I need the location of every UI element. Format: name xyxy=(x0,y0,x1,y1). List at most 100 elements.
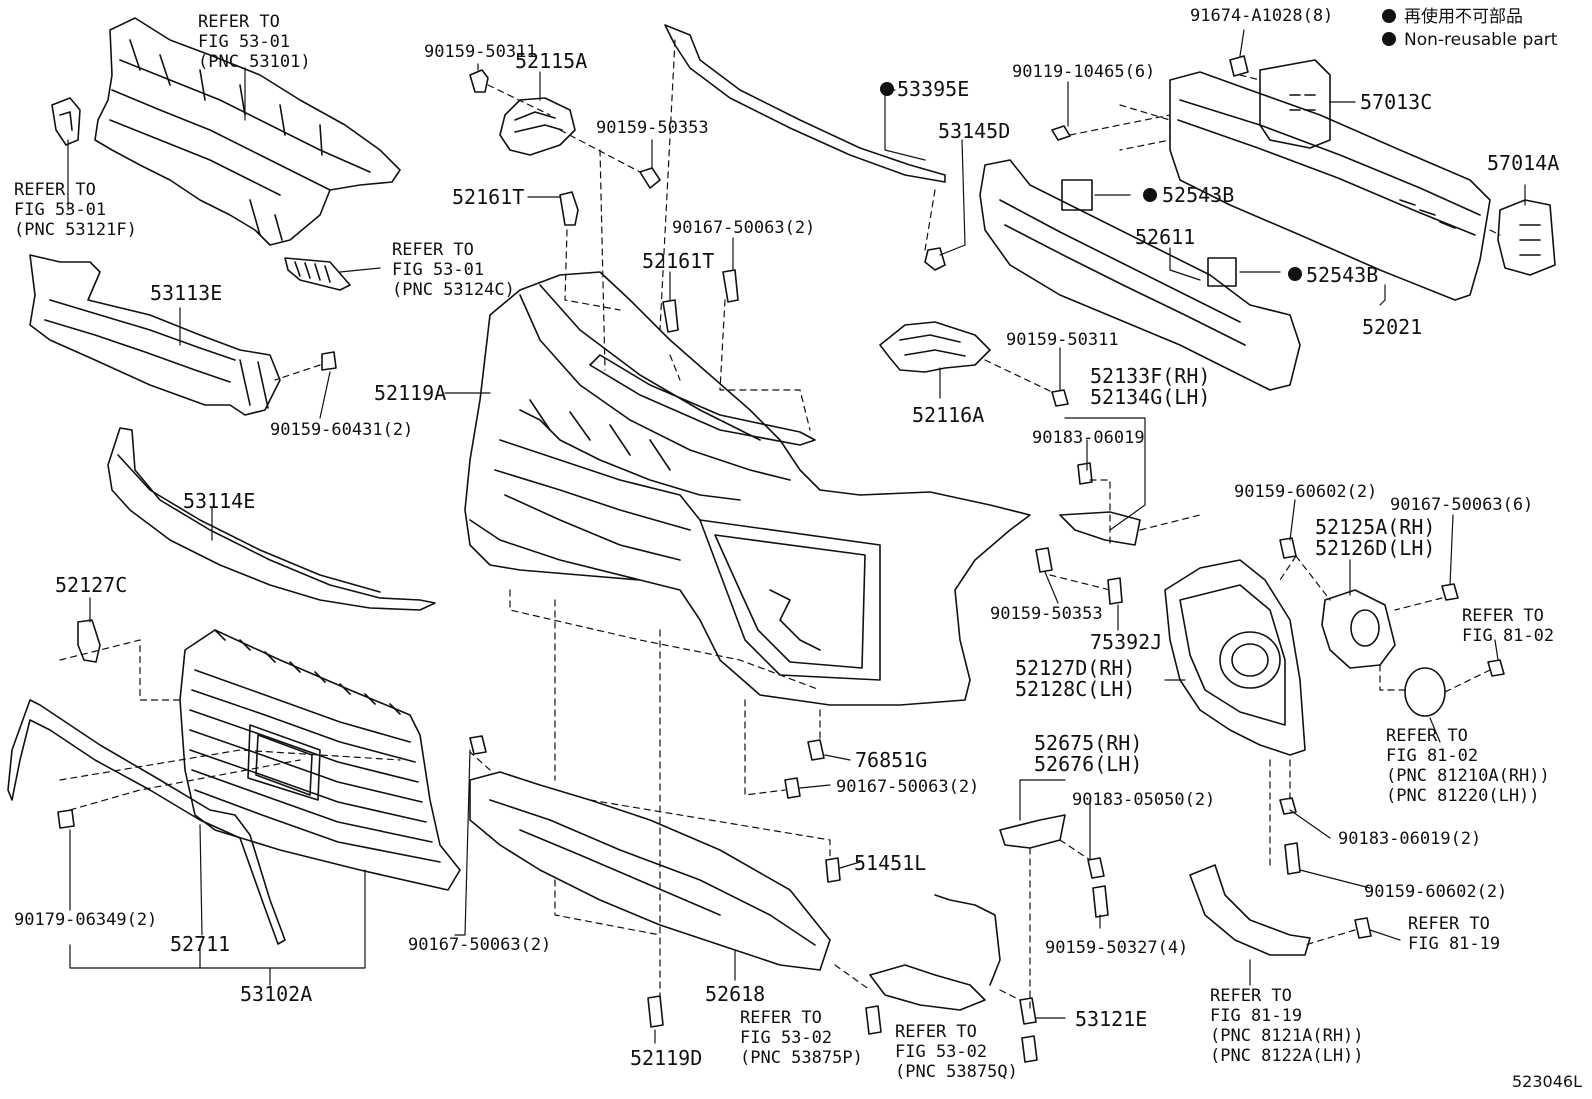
reinforcement-52021-illustration xyxy=(1169,71,1491,301)
part-label-90159-50353[interactable]: 90159-50353 xyxy=(990,604,1103,624)
part-label-52675[interactable]: 52675(RH) xyxy=(1034,731,1143,755)
part-label-90159-50327[interactable]: 90159-50327(4) xyxy=(1045,938,1189,958)
part-label-91674-A1028[interactable]: 91674-A1028(8) xyxy=(1190,6,1334,26)
part-label-76851G[interactable]: 76851G xyxy=(855,748,928,772)
bracket-57014A-illustration xyxy=(1497,199,1556,276)
part-label-52543B[interactable]: 52543B xyxy=(1162,183,1235,207)
part-label-52125A[interactable]: 52125A(RH) xyxy=(1315,515,1436,539)
fasteners xyxy=(57,55,1505,1063)
ref-fig-81-02-b[interactable]: REFER TO FIG 81-02 (PNC 81210A(RH)) (PNC… xyxy=(1386,726,1550,806)
part-label-57014A[interactable]: 57014A xyxy=(1487,151,1560,175)
ref-line: REFER TO xyxy=(392,240,474,260)
pad-52543B-b-illustration xyxy=(1207,257,1237,287)
ref-line: FIG 81-19 xyxy=(1210,1006,1303,1026)
part-label-90159-60602[interactable]: 90159-60602(2) xyxy=(1364,882,1508,902)
part-label-52611[interactable]: 52611 xyxy=(1135,225,1196,249)
ref-fig-53-02-a[interactable]: REFER TO FIG 53-02 (PNC 53875P) xyxy=(740,1008,863,1068)
part-label-52119D[interactable]: 52119D xyxy=(630,1046,703,1070)
ref-fig-53-02-b[interactable]: REFER TO FIG 53-02 (PNC 53875Q) xyxy=(895,1022,1018,1082)
part-label-90167-50063[interactable]: 90167-50063(6) xyxy=(1390,495,1534,515)
part-label-51451L[interactable]: 51451L xyxy=(854,851,927,875)
part-label-52127D[interactable]: 52127D(RH) xyxy=(1015,656,1136,680)
legend-jp-text: 再使用不可部品 xyxy=(1404,7,1523,27)
part-label-52618[interactable]: 52618 xyxy=(705,982,766,1006)
part-label-57013C[interactable]: 57013C xyxy=(1360,90,1433,114)
leader-lines xyxy=(67,29,1526,1044)
part-label-52543B[interactable]: 52543B xyxy=(1306,263,1379,287)
part-label-52161T[interactable]: 52161T xyxy=(452,185,525,209)
legend-jp: 再使用不可部品 xyxy=(1382,6,1523,28)
ref-line: REFER TO xyxy=(740,1008,822,1028)
ref-line: (PNC 53121F) xyxy=(14,220,137,240)
legend-en-text: Non-reusable part xyxy=(1404,30,1558,50)
part-label-52115A[interactable]: 52115A xyxy=(515,49,588,73)
part-label-52134G[interactable]: 52134G(LH) xyxy=(1090,385,1211,409)
part-label-52161T[interactable]: 52161T xyxy=(642,249,715,273)
part-label-53114E[interactable]: 53114E xyxy=(183,489,256,513)
ref-fig-81-02-a[interactable]: REFER TO FIG 81-02 xyxy=(1462,606,1554,646)
bracket-52133F-illustration xyxy=(1059,511,1141,546)
part-label-90167-50063[interactable]: 90167-50063(2) xyxy=(672,218,816,238)
fog-lamp-illustration xyxy=(1404,667,1446,717)
part-label-53113E[interactable]: 53113E xyxy=(150,281,223,305)
part-label-90119-10465[interactable]: 90119-10465(6) xyxy=(1012,62,1156,82)
part-label-90159-60431[interactable]: 90159-60431(2) xyxy=(270,420,414,440)
part-label-90159-50311[interactable]: 90159-50311 xyxy=(424,42,537,62)
part-label-90159-50311[interactable]: 90159-50311 xyxy=(1006,330,1119,350)
fog-lamp-bracket-illustration xyxy=(1189,864,1311,956)
part-label-52127C[interactable]: 52127C xyxy=(55,573,128,597)
bracket-52125A-illustration xyxy=(1321,589,1396,669)
ref-fig-53-01-a[interactable]: REFER TO FIG 53-01 (PNC 53101) xyxy=(198,12,311,72)
ref-fig-81-19-a[interactable]: REFER TO FIG 81-19 xyxy=(1408,914,1500,954)
part-label-53121E[interactable]: 53121E xyxy=(1075,1007,1148,1031)
non-reusable-dot-icon xyxy=(1382,9,1396,23)
ref-fig-53-01-c[interactable]: REFER TO FIG 53-01 (PNC 53124C) xyxy=(392,240,515,300)
ref-line: FIG 53-01 xyxy=(14,200,107,220)
clip-52127C-illustration xyxy=(77,619,101,663)
upper-support-illustration xyxy=(51,17,401,246)
part-label-90159-50353[interactable]: 90159-50353 xyxy=(596,118,709,138)
part-label-52676[interactable]: 52676(LH) xyxy=(1034,752,1143,776)
part-label-90183-06019[interactable]: 90183-06019(2) xyxy=(1338,829,1482,849)
part-label-52126D[interactable]: 52126D(LH) xyxy=(1315,536,1436,560)
part-label-52116A[interactable]: 52116A xyxy=(912,403,985,427)
ref-line: (PNC 53875Q) xyxy=(895,1062,1018,1082)
part-label-90179-06349[interactable]: 90179-06349(2) xyxy=(14,910,158,930)
ref-fig-81-19-b[interactable]: REFER TO FIG 81-19 (PNC 8121A(RH)) (PNC … xyxy=(1210,986,1364,1066)
part-label-52021[interactable]: 52021 xyxy=(1362,315,1423,339)
illustration-code: 523046L xyxy=(1512,1072,1582,1091)
ref-line: FIG 81-19 xyxy=(1408,934,1501,954)
non-reusable-markers xyxy=(880,82,1302,281)
part-label-52119A[interactable]: 52119A xyxy=(374,381,447,405)
part-label-52133F[interactable]: 52133F(RH) xyxy=(1090,364,1211,388)
part-label-53145D[interactable]: 53145D xyxy=(938,119,1011,143)
ref-line: FIG 53-02 xyxy=(740,1028,833,1048)
strip-53395E-illustration xyxy=(664,24,946,271)
bracket-53121E-illustration xyxy=(869,894,1001,1011)
part-label-90183-06019[interactable]: 90183-06019 xyxy=(1032,428,1145,448)
ref-line: REFER TO xyxy=(14,180,96,200)
ref-line: FIG 53-01 xyxy=(392,260,485,280)
part-label-90167-50063[interactable]: 90167-50063(2) xyxy=(836,777,980,797)
part-label-53102A[interactable]: 53102A xyxy=(240,982,313,1006)
part-label-75392J[interactable]: 75392J xyxy=(1090,630,1163,654)
part-label-52711[interactable]: 52711 xyxy=(170,932,231,956)
ref-line: REFER TO xyxy=(1386,726,1468,746)
ref-line: (PNC 53101) xyxy=(198,52,311,72)
part-label-90159-60602[interactable]: 90159-60602(2) xyxy=(1234,482,1378,502)
ref-line: (PNC 53875P) xyxy=(740,1048,863,1068)
ref-fig-53-01-b[interactable]: REFER TO FIG 53-01 (PNC 53121F) xyxy=(14,180,137,240)
part-label-53395E[interactable]: 53395E xyxy=(897,77,970,101)
part-label-52128C[interactable]: 52128C(LH) xyxy=(1015,677,1136,701)
part-label-90167-50063[interactable]: 90167-50063(2) xyxy=(408,935,552,955)
absorber-52611-illustration xyxy=(979,159,1301,391)
ref-line: (PNC 81210A(RH)) xyxy=(1386,766,1550,786)
ref-line: REFER TO xyxy=(1210,986,1292,1006)
ref-line: REFER TO xyxy=(1408,914,1490,934)
bracket-52115A-illustration xyxy=(499,97,576,156)
part-label-90183-05050[interactable]: 90183-05050(2) xyxy=(1072,790,1216,810)
ref-line: REFER TO xyxy=(198,12,280,32)
ref-line: REFER TO xyxy=(1462,606,1544,626)
molding-52711-illustration xyxy=(7,699,286,945)
grille-insert-illustration xyxy=(284,257,351,291)
